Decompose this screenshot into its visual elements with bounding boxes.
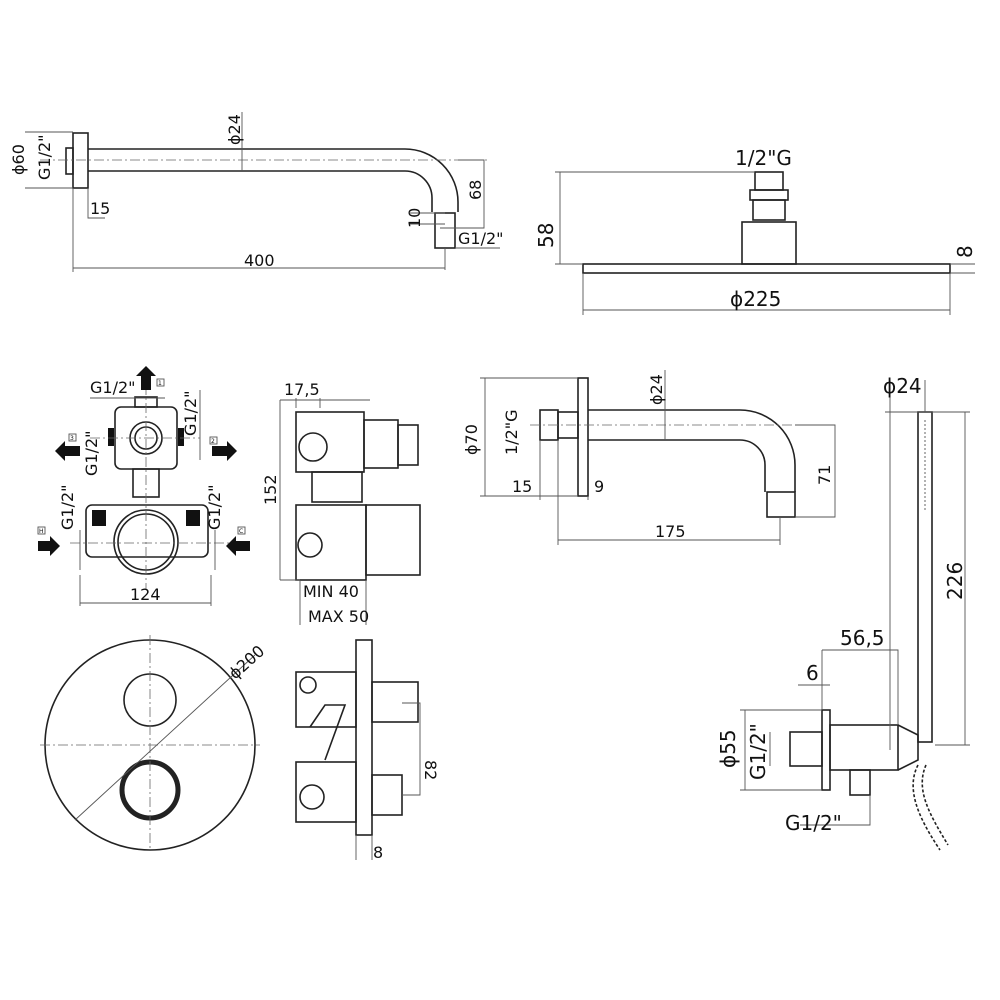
- valve-front-drawing: 1 2 3 H C G1/2" G1/2" G1/2" G1/2" G1/2" …: [37, 366, 250, 606]
- side-top-depth: 17,5: [284, 380, 320, 399]
- right-outlet-thread: G1/2": [181, 390, 200, 436]
- arm-plate-depth: 15: [90, 199, 110, 218]
- trim-diameter: ϕ200: [225, 641, 268, 683]
- side-max-depth: MAX 50: [308, 607, 369, 626]
- side-min-depth: MIN 40: [303, 582, 359, 601]
- valve-side-drawing: 17,5 152 MIN 40 MAX 50: [261, 380, 421, 626]
- holder-outlet-thread: G1/2": [785, 811, 842, 835]
- wall-arm-plate-thickness: 9: [594, 477, 604, 496]
- wall-arm-thread: 1/2"G: [502, 409, 521, 455]
- cold-inlet-thread: G1/2": [205, 484, 224, 530]
- arm-plate-diameter: ϕ60: [9, 144, 28, 175]
- trim-side-drawing: 82 8: [295, 639, 440, 862]
- valve-width: 124: [130, 585, 161, 604]
- head-connector: 1/2"G: [735, 146, 792, 170]
- outlet-3-label: 3: [70, 435, 74, 442]
- outlet-2-label: 2: [211, 438, 215, 445]
- side-height: 152: [261, 474, 280, 505]
- hand-shower-diameter: ϕ24: [883, 374, 922, 398]
- holder-inlet-thread: G1/2": [746, 723, 770, 780]
- head-diameter: ϕ225: [730, 287, 781, 311]
- wall-arm-plate-diameter: ϕ70: [462, 424, 481, 455]
- holder-plate-thickness: 6: [806, 661, 819, 685]
- left-outlet-thread: G1/2": [82, 430, 101, 476]
- hot-inlet-thread: G1/2": [58, 484, 77, 530]
- head-thickness: 8: [953, 245, 977, 258]
- arm-plate-thread: G1/2": [35, 134, 54, 180]
- wall-arm-pipe-diameter: ϕ24: [647, 374, 666, 405]
- hot-label: H: [39, 528, 44, 535]
- outlet-1-label: 1: [158, 380, 162, 387]
- wall-arm-drop: 71: [815, 465, 834, 485]
- wall-arm-length: 175: [655, 522, 686, 541]
- holder-projection: 56,5: [840, 626, 885, 650]
- cold-label: C: [239, 528, 243, 535]
- arm-pipe-diameter: ϕ24: [225, 114, 244, 145]
- head-height: 58: [534, 223, 558, 248]
- wall-arm-drawing: ϕ70 1/2"G ϕ24 15 9 71 175: [462, 370, 836, 545]
- arm-outlet-thread: G1/2": [458, 229, 504, 248]
- hand-shower-drawing: ϕ24 226 56,5 6 ϕ55 G1/2" G1/2": [716, 374, 970, 851]
- holder-plate-diameter: ϕ55: [716, 729, 740, 768]
- shower-head-drawing: 1/2"G 58 8 ϕ225: [534, 146, 977, 315]
- shower-arm-drawing: ϕ60 G1/2" ϕ24 15 68 10 G1/2" 400: [9, 112, 504, 272]
- trim-spacing: 82: [421, 760, 440, 780]
- trim-plate-drawing: ϕ200: [40, 635, 268, 851]
- top-outlet-thread: G1/2": [90, 378, 136, 397]
- arm-drop: 68: [466, 180, 485, 200]
- wall-arm-plate-offset: 15: [512, 477, 532, 496]
- arm-nut-height: 10: [405, 208, 424, 228]
- trim-thickness: 8: [373, 843, 383, 862]
- arm-length: 400: [244, 251, 275, 270]
- hand-shower-length: 226: [943, 562, 967, 600]
